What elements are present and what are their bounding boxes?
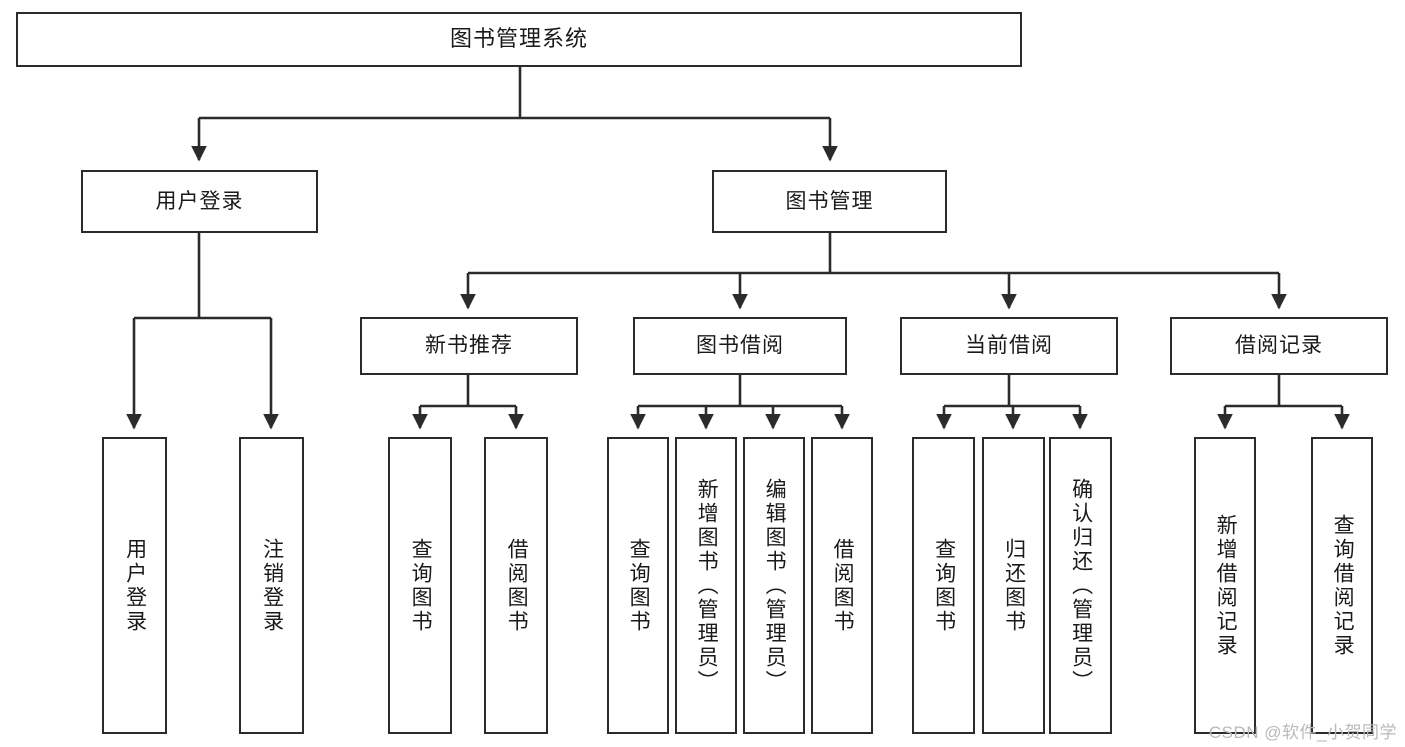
node-label: 编辑图书（管理员）: [763, 477, 787, 694]
node-leaf-query-book-current[interactable]: 查询图书: [912, 437, 975, 734]
node-label: 当前借阅: [965, 334, 1053, 358]
node-root-book-management-system[interactable]: 图书管理系统: [16, 12, 1022, 67]
node-book-borrow[interactable]: 图书借阅: [633, 317, 847, 375]
node-label: 确认归还（管理员）: [1069, 477, 1093, 694]
node-new-book-recommend[interactable]: 新书推荐: [360, 317, 578, 375]
node-leaf-return-book[interactable]: 归还图书: [982, 437, 1045, 734]
node-label: 图书借阅: [696, 334, 784, 358]
node-leaf-query-borrow-record[interactable]: 查询借阅记录: [1311, 437, 1373, 734]
node-label: 新书推荐: [425, 334, 513, 358]
node-leaf-user-login[interactable]: 用户登录: [102, 437, 167, 734]
node-label: 查询借阅记录: [1331, 513, 1355, 658]
node-leaf-query-book-borrow[interactable]: 查询图书: [607, 437, 669, 734]
node-label: 查询图书: [627, 537, 651, 634]
node-label: 图书管理: [785, 189, 874, 213]
node-label: 查询图书: [409, 537, 433, 634]
node-leaf-edit-book-admin[interactable]: 编辑图书（管理员）: [743, 437, 805, 734]
node-label: 用户登录: [123, 537, 147, 634]
node-user-login[interactable]: 用户登录: [81, 170, 318, 233]
node-label: 图书管理系统: [449, 26, 588, 52]
node-label: 注销登录: [260, 537, 284, 634]
node-leaf-borrow-book[interactable]: 借阅图书: [811, 437, 873, 734]
node-leaf-query-book-recommend[interactable]: 查询图书: [388, 437, 452, 734]
node-leaf-confirm-return-admin[interactable]: 确认归还（管理员）: [1049, 437, 1112, 734]
node-label: 新增借阅记录: [1214, 513, 1238, 658]
node-label: 借阅图书: [831, 537, 855, 634]
node-leaf-add-borrow-record[interactable]: 新增借阅记录: [1194, 437, 1256, 734]
node-label: 新增图书（管理员）: [695, 477, 719, 694]
node-label: 归还图书: [1002, 537, 1026, 634]
node-leaf-borrow-book-recommend[interactable]: 借阅图书: [484, 437, 548, 734]
node-label: 用户登录: [155, 189, 244, 213]
node-leaf-add-book-admin[interactable]: 新增图书（管理员）: [675, 437, 737, 734]
node-leaf-logout-login[interactable]: 注销登录: [239, 437, 304, 734]
node-label: 查询图书: [932, 537, 956, 634]
node-book-management[interactable]: 图书管理: [712, 170, 947, 233]
node-label: 借阅图书: [505, 537, 529, 634]
node-borrow-record[interactable]: 借阅记录: [1170, 317, 1388, 375]
node-label: 借阅记录: [1235, 334, 1323, 358]
node-current-borrow[interactable]: 当前借阅: [900, 317, 1118, 375]
